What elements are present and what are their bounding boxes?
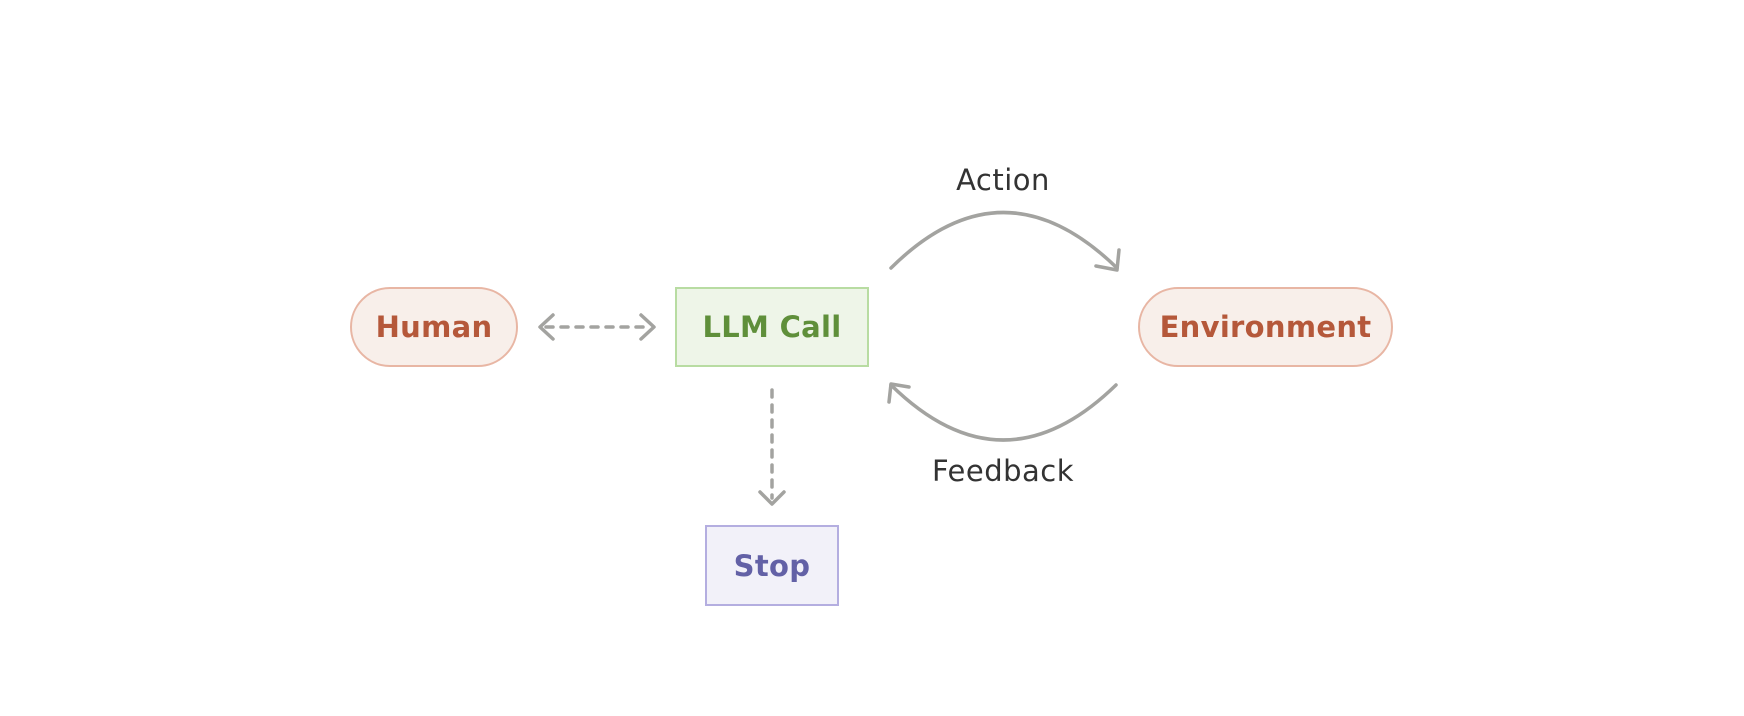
- human-llm-arrow: [538, 313, 656, 341]
- stop-node: Stop: [705, 525, 839, 606]
- action-arrow: [889, 210, 1121, 272]
- human-node: Human: [350, 287, 518, 367]
- environment-node: Environment: [1138, 287, 1393, 367]
- llm-stop-arrow: [758, 388, 786, 506]
- feedback-label: Feedback: [931, 454, 1075, 488]
- environment-label: Environment: [1159, 310, 1372, 344]
- stop-label: Stop: [733, 548, 811, 583]
- action-label: Action: [956, 163, 1050, 197]
- llm-call-label: LLM Call: [702, 310, 842, 344]
- llm-call-node: LLM Call: [675, 287, 869, 367]
- feedback-arrow: [887, 382, 1118, 442]
- human-label: Human: [375, 310, 493, 344]
